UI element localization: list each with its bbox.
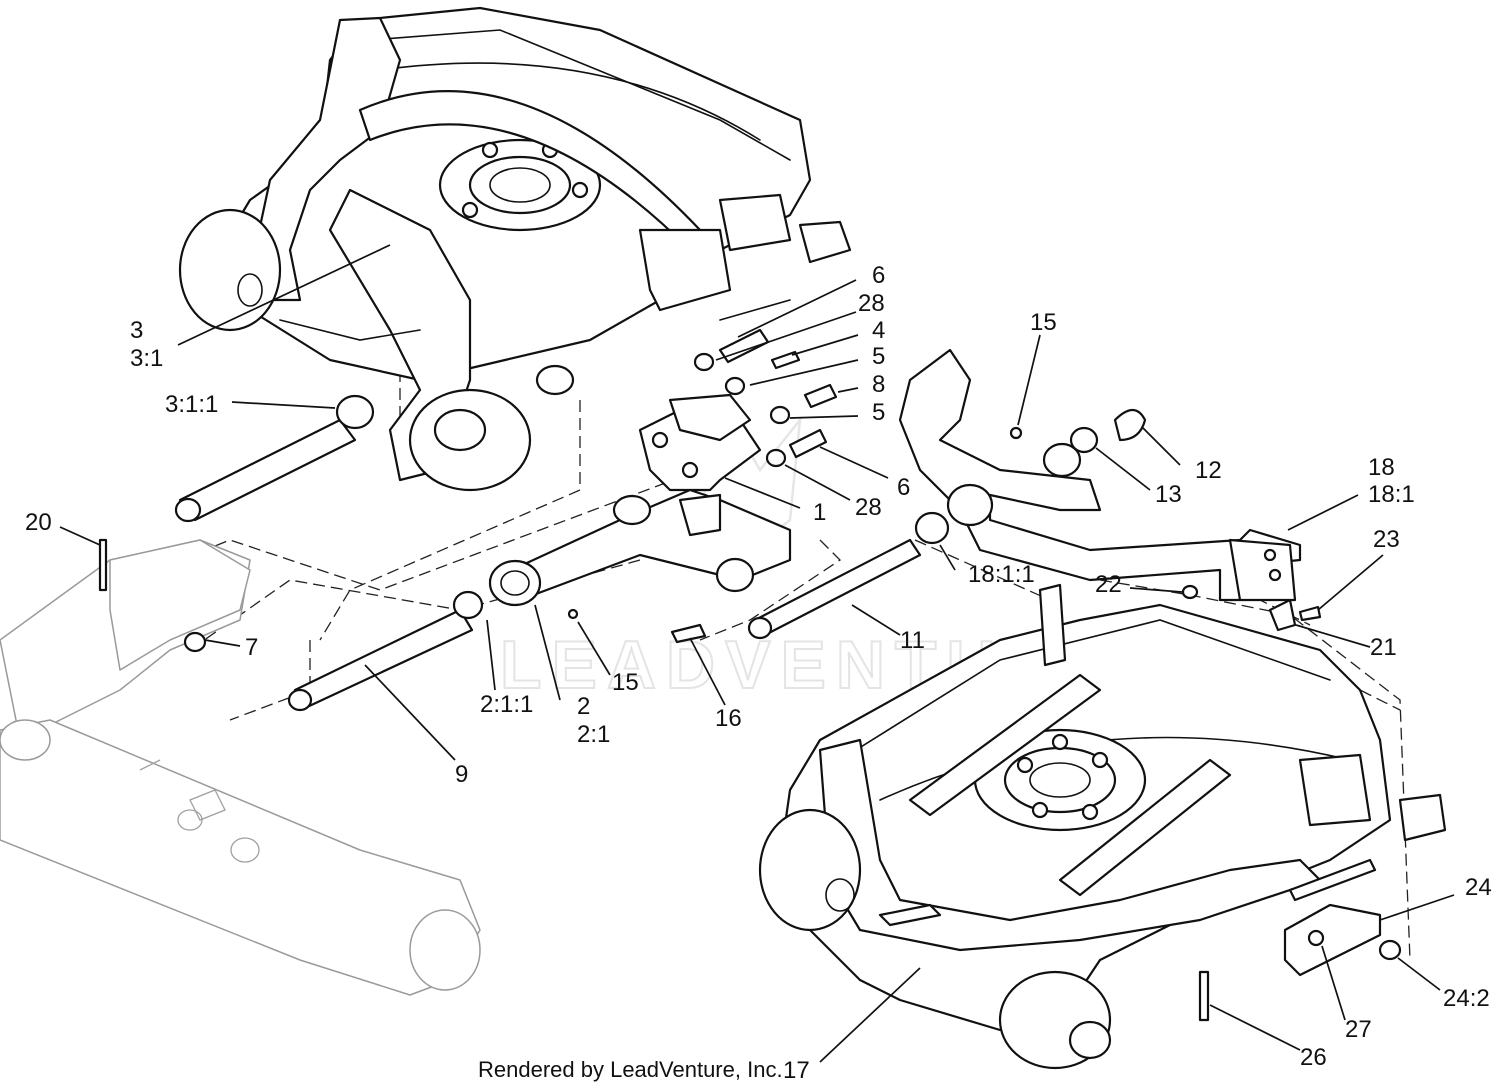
callout-8: 8 xyxy=(872,371,885,398)
callout-12: 12 xyxy=(1195,457,1222,484)
callout-13: 13 xyxy=(1155,481,1182,508)
lower-baffle-right xyxy=(1058,758,1232,897)
callout-20: 20 xyxy=(25,509,52,536)
callout-11: 11 xyxy=(900,627,925,654)
lower-right-bracket xyxy=(1298,753,1372,827)
bolt-6-lower xyxy=(788,428,828,459)
nut-27 xyxy=(1307,929,1325,947)
callout-4: 4 xyxy=(872,317,885,344)
callout-9: 9 xyxy=(455,761,468,788)
lower-roller-left xyxy=(758,808,862,932)
hanger-bracket xyxy=(898,348,1322,632)
render-credit: Rendered by LeadVenture, Inc. xyxy=(478,1057,783,1082)
link-plate-assembly xyxy=(638,328,838,492)
lower-bracket-upright xyxy=(1038,583,1067,667)
washer-13 xyxy=(1069,426,1099,454)
leader-lines xyxy=(59,244,1455,1063)
bushing-3-1-1 xyxy=(335,394,375,430)
lower-baffle-left xyxy=(908,673,1102,817)
bolt-23 xyxy=(1298,605,1322,622)
lift-arm xyxy=(488,488,792,620)
callout-1: 1 xyxy=(813,499,826,526)
bracket-24 xyxy=(1283,903,1382,977)
lift-arm-bushing xyxy=(612,494,652,526)
callout-7: 7 xyxy=(245,634,258,661)
lower-front-knob xyxy=(1398,793,1447,842)
washer-5-lower xyxy=(769,405,791,425)
upper-front-knob xyxy=(798,220,852,264)
washer-28-upper xyxy=(693,352,715,372)
callout-2-1-1: 2:1:1 xyxy=(480,691,533,718)
callout-2: 2 xyxy=(577,693,590,720)
upper-roller-left xyxy=(178,208,282,332)
callout-24: 24 xyxy=(1465,874,1492,901)
callout-26: 26 xyxy=(1300,1044,1327,1071)
callout-18-1-1: 18:1:1 xyxy=(968,561,1035,588)
bolt-8 xyxy=(803,383,838,409)
lower-deck-assembly xyxy=(758,583,1447,1070)
callout-3-1: 3:1 xyxy=(130,345,163,372)
bolt-4 xyxy=(770,350,801,370)
callout-28-lower: 28 xyxy=(855,494,882,521)
pivot-pin-lower xyxy=(287,590,484,712)
callout-3: 3 xyxy=(130,317,143,344)
callout-22: 22 xyxy=(1095,571,1122,598)
bushing-18-1-1 xyxy=(914,511,950,545)
callout-28-upper: 28 xyxy=(858,290,885,317)
callout-23: 23 xyxy=(1373,526,1400,553)
upper-deck-assembly xyxy=(178,6,852,492)
bolt-26 xyxy=(1198,970,1210,1022)
callout-18-1: 18:1 xyxy=(1368,481,1415,508)
bolt-16 xyxy=(670,623,707,644)
callout-16: 16 xyxy=(715,705,742,732)
bushing-2-1-1 xyxy=(452,590,484,620)
pivot-pin-right xyxy=(747,511,950,640)
grease-fitting-15-upper xyxy=(1009,426,1023,440)
hanger-bracket-plate xyxy=(1228,538,1297,602)
callout-6-lower: 6 xyxy=(897,474,910,501)
hairpin-12 xyxy=(1113,408,1147,442)
callout-3-1-1: 3:1:1 xyxy=(165,391,218,418)
upper-hoop-left xyxy=(253,16,402,302)
washer-5-upper xyxy=(724,376,746,396)
ghost-roller xyxy=(0,719,481,996)
callout-2-1: 2:1 xyxy=(577,721,610,748)
callout-15-lower: 15 xyxy=(612,669,639,696)
callout-17: 17 xyxy=(783,1057,810,1084)
callout-6-upper: 6 xyxy=(872,262,885,289)
lower-hoop xyxy=(818,738,1322,952)
callout-5-upper: 5 xyxy=(872,343,885,370)
bushing-13-sleeve xyxy=(1042,442,1082,478)
callout-5-lower: 5 xyxy=(872,399,885,426)
nut-22 xyxy=(1181,584,1199,600)
flange-21 xyxy=(1268,598,1297,632)
callout-27: 27 xyxy=(1345,1016,1372,1043)
nut-7 xyxy=(183,631,207,653)
callout-21: 21 xyxy=(1370,634,1397,661)
pin-20 xyxy=(98,538,108,592)
callout-18: 18 xyxy=(1368,454,1395,481)
callout-15-upper: 15 xyxy=(1030,309,1057,336)
upper-right-bracket xyxy=(718,193,792,252)
upper-bushing xyxy=(535,364,575,396)
upper-side-bracket xyxy=(638,228,732,312)
pivot-pin-upper xyxy=(174,394,375,523)
callout-labels: 3 3:1 3:1:1 6 28 4 5 8 5 6 28 1 15 12 13… xyxy=(25,262,1492,1084)
washer-28-lower xyxy=(765,448,787,468)
grease-fitting-15 xyxy=(567,608,579,620)
bushing-24-2 xyxy=(1378,939,1402,961)
ghost-frame xyxy=(0,538,481,996)
callout-24-2: 24:2 xyxy=(1443,985,1490,1012)
